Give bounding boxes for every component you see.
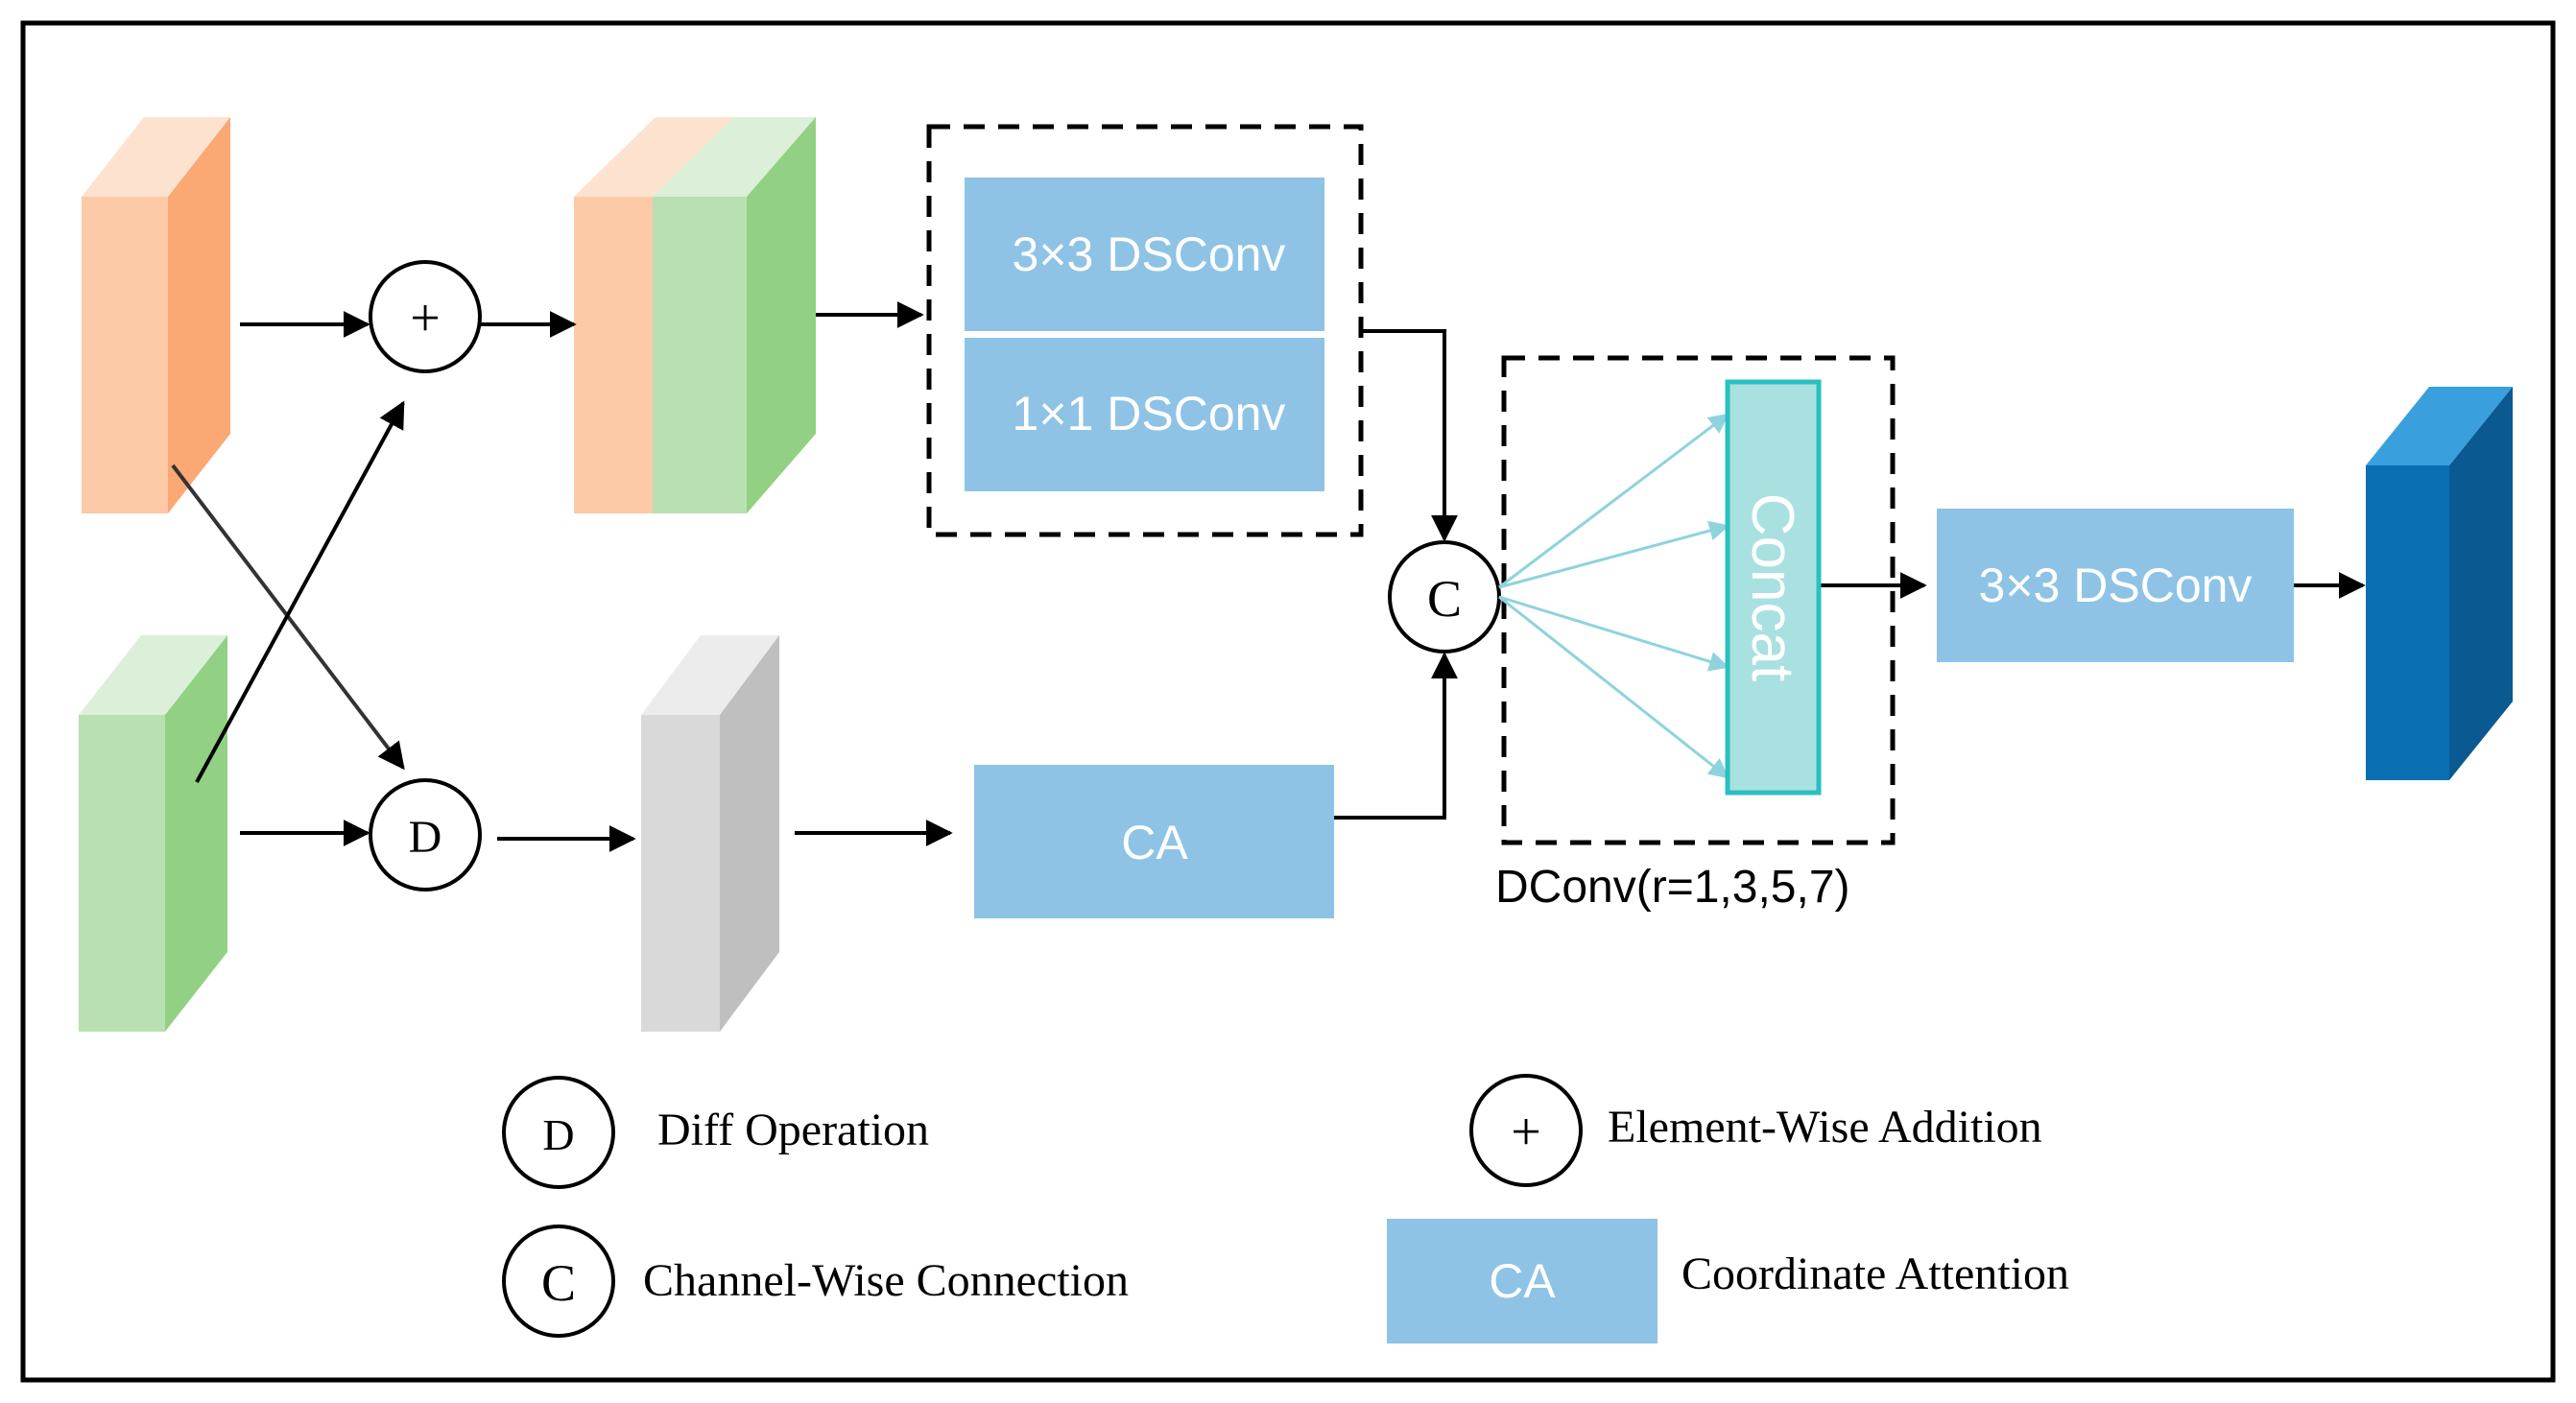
dsconv1-block: 1×1 DSConv xyxy=(965,338,1324,491)
legend-diff-symbol: D xyxy=(542,1110,574,1159)
add-operator-symbol: + xyxy=(410,289,441,348)
legend-diff-label: Diff Operation xyxy=(657,1105,929,1155)
legend-ca: CA Coordinate Attention xyxy=(1387,1219,2069,1344)
channel-operator-symbol: C xyxy=(1427,570,1462,628)
add-operator: + xyxy=(369,260,482,373)
dsconv3-out-label: 3×3 DSConv xyxy=(1979,559,2253,612)
dsconv1-label: 1×1 DSConv xyxy=(1013,387,1286,440)
legend-add-symbol: + xyxy=(1511,1103,1541,1162)
ca-block: CA xyxy=(974,765,1334,918)
dsconv3-out-block: 3×3 DSConv xyxy=(1937,509,2294,662)
legend-add: + Element-Wise Addition xyxy=(1469,1074,2042,1187)
legend-ca-label: Coordinate Attention xyxy=(1682,1248,2069,1299)
fused-feature-block xyxy=(574,117,816,513)
difference-feature-block xyxy=(641,635,779,1032)
input-feature-green xyxy=(79,635,227,1032)
legend-ca-symbol: CA xyxy=(1489,1254,1556,1308)
legend-add-label: Element-Wise Addition xyxy=(1608,1102,2042,1153)
output-feature-block xyxy=(2366,387,2513,780)
diff-operator-symbol: D xyxy=(409,812,442,863)
legend-channel-label: Channel-Wise Connection xyxy=(643,1255,1129,1306)
input-feature-orange xyxy=(82,117,230,513)
dsconv-group-dashed xyxy=(926,124,1364,537)
dsconv3-block: 3×3 DSConv xyxy=(965,178,1324,331)
concat-block: Concat xyxy=(1725,379,1822,796)
dilated-conv-arrows xyxy=(1498,413,1730,779)
connection-arrows xyxy=(171,301,2366,852)
diff-operator: D xyxy=(369,778,482,892)
ca-label: CA xyxy=(1121,816,1188,869)
concat-label: Concat xyxy=(1739,493,1805,681)
legend-channel: C Channel-Wise Connection xyxy=(502,1225,1129,1338)
dconv-caption: DConv(r=1,3,5,7) xyxy=(1495,862,1850,913)
channel-concat-operator: C xyxy=(1388,540,1501,654)
legend-channel-symbol: C xyxy=(541,1254,576,1312)
dsconv3-label: 3×3 DSConv xyxy=(1013,227,1286,281)
legend-diff: D Diff Operation xyxy=(502,1076,929,1189)
legend: D Diff Operation C Channel-Wise Connecti… xyxy=(502,1074,2069,1344)
